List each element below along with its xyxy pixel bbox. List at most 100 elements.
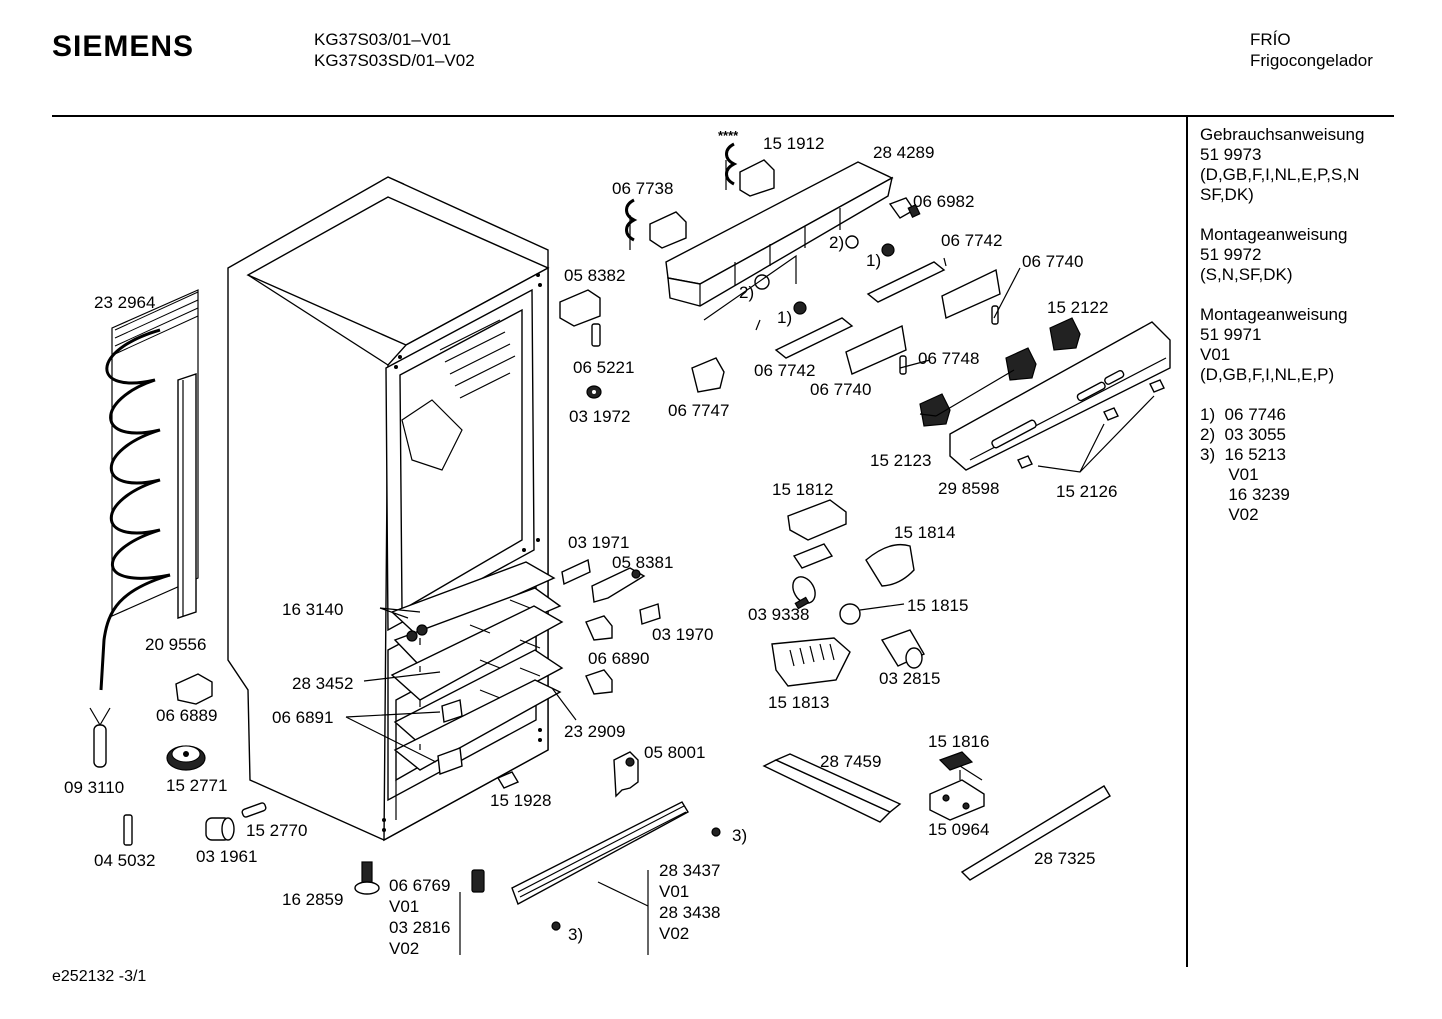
- thermostat-151912: [725, 142, 775, 197]
- label-066769: 06 6769: [389, 876, 450, 895]
- knobs: [793, 235, 895, 315]
- sidebar-line: 16 3239: [1200, 485, 1290, 504]
- label-067742-b: 06 7742: [754, 361, 815, 380]
- label-039338: 03 9338: [748, 605, 809, 624]
- label-v02-b: V02: [659, 924, 689, 943]
- label-287459: 28 7459: [820, 752, 881, 771]
- label-283438: 28 3438: [659, 903, 720, 922]
- label-067738: 06 7738: [612, 179, 673, 198]
- sidebar-line: [1200, 285, 1364, 305]
- shelf-287459: [762, 753, 902, 823]
- label-058001: 05 8001: [644, 743, 705, 762]
- label-232964: 23 2964: [94, 293, 155, 312]
- pins-067748: [899, 305, 999, 375]
- label-163140: 16 3140: [282, 600, 343, 619]
- blocks-066891: [437, 699, 463, 775]
- label-031972: 03 1972: [569, 407, 630, 426]
- model-number-2: KG37S03SD/01–V02: [314, 51, 475, 70]
- part-labels: 23 2964 20 9556 06 6889 09 3110 15 2771 …: [64, 128, 1117, 958]
- switch-panel-067742b: [774, 317, 854, 359]
- label-stars: ****: [718, 128, 739, 143]
- screws-163140: [406, 624, 428, 642]
- sidebar-line: Montageanweisung: [1200, 225, 1348, 244]
- label-067748: 06 7748: [918, 349, 979, 368]
- control-panel-298598: [949, 321, 1171, 471]
- header-divider: [52, 115, 1394, 117]
- sidebar-line: [1200, 205, 1364, 225]
- pin-152770: [241, 802, 267, 818]
- label-152122: 15 2122: [1047, 298, 1108, 317]
- pin-045032: [123, 814, 133, 846]
- label-note1-b: 1): [777, 308, 792, 327]
- bracket-066889: [175, 673, 213, 705]
- label-031970: 03 1970: [652, 625, 713, 644]
- label-067740-a: 06 7740: [1022, 252, 1083, 271]
- cover-151812: [787, 499, 847, 569]
- base-rail-283437: [511, 801, 721, 931]
- label-284289: 28 4289: [873, 143, 934, 162]
- label-v01-a: V01: [389, 897, 419, 916]
- sidebar-line: (S,N,SF,DK): [1200, 265, 1293, 284]
- label-031961: 03 1961: [196, 847, 257, 866]
- blocks-066890: [585, 615, 613, 695]
- condenser-coil: [99, 289, 199, 691]
- hinge-150964: [929, 779, 985, 821]
- label-232909: 23 2909: [564, 722, 625, 741]
- exploded-parts-diagram: 23 2964 20 9556 06 6889 09 3110 15 2771 …: [64, 128, 1171, 958]
- label-v01-b: V01: [659, 882, 689, 901]
- tray-151813: [771, 637, 851, 687]
- label-151813: 15 1813: [768, 693, 829, 712]
- cap-031961: [205, 817, 235, 841]
- switch-067747: [691, 357, 725, 393]
- bracket-058382: [559, 289, 601, 327]
- sidebar-line: SF,DK): [1200, 185, 1254, 204]
- label-058381: 05 8381: [612, 553, 673, 572]
- label-v02-a: V02: [389, 939, 419, 958]
- label-151812: 15 1812: [772, 480, 833, 499]
- label-066891: 06 6891: [272, 708, 333, 727]
- label-note3-a: 3): [732, 826, 747, 845]
- category-title: FRÍO: [1250, 30, 1291, 49]
- category-subtitle: Frigocongelador: [1250, 51, 1373, 70]
- hinge-058381: [591, 567, 646, 603]
- label-298598: 29 8598: [938, 479, 999, 498]
- label-150964: 15 0964: [928, 820, 989, 839]
- control-housing-284289: [665, 161, 894, 307]
- label-032815: 03 2815: [879, 669, 940, 688]
- label-283452: 28 3452: [292, 674, 353, 693]
- fan-shroud-032815: [880, 629, 925, 669]
- label-note3-b: 3): [568, 925, 583, 944]
- buttons-152126: [1017, 379, 1165, 469]
- label-151815: 15 1815: [907, 596, 968, 615]
- label-287325: 28 7325: [1034, 849, 1095, 868]
- sidebar-line: [1200, 385, 1364, 405]
- hinge-058001: [613, 751, 639, 798]
- label-031971: 03 1971: [568, 533, 629, 552]
- switch-frame-067740b: [845, 324, 907, 375]
- sidebar-divider: [1186, 117, 1188, 967]
- vertical-rail: [177, 373, 197, 619]
- lamp-socket-066982: [888, 197, 921, 219]
- sidebar-line: (D,GB,F,I,NL,E,P): [1200, 365, 1335, 384]
- sidebar-line: 51 9972: [1200, 245, 1262, 264]
- sidebar-line: 51 9973: [1200, 145, 1262, 164]
- sidebar-line: Montageanweisung: [1200, 305, 1348, 324]
- label-162859: 16 2859: [282, 890, 343, 909]
- thermostat-067738: [625, 198, 687, 250]
- sidebar-line: 3) 16 5213: [1200, 445, 1287, 464]
- label-032816: 03 2816: [389, 918, 450, 937]
- label-152770: 15 2770: [246, 821, 307, 840]
- label-066982: 06 6982: [913, 192, 974, 211]
- model-number-1: KG37S03/01–V01: [314, 30, 452, 49]
- switches-152123: [919, 347, 1037, 427]
- wheel-152771: [166, 745, 206, 771]
- sidebar-line: V02: [1200, 505, 1259, 524]
- label-152126: 15 2126: [1056, 482, 1117, 501]
- plate-031971: [561, 558, 591, 586]
- foot-162859: [354, 861, 380, 895]
- hinge-151816: [938, 751, 983, 781]
- sidebar-line: (D,GB,F,I,NL,E,P,S,N: [1200, 165, 1360, 184]
- switch-152122: [1049, 317, 1081, 351]
- documentation-sidebar: Gebrauchsanweisung 51 9973 (D,GB,F,I,NL,…: [1200, 125, 1364, 525]
- label-note1-a: 1): [866, 251, 881, 270]
